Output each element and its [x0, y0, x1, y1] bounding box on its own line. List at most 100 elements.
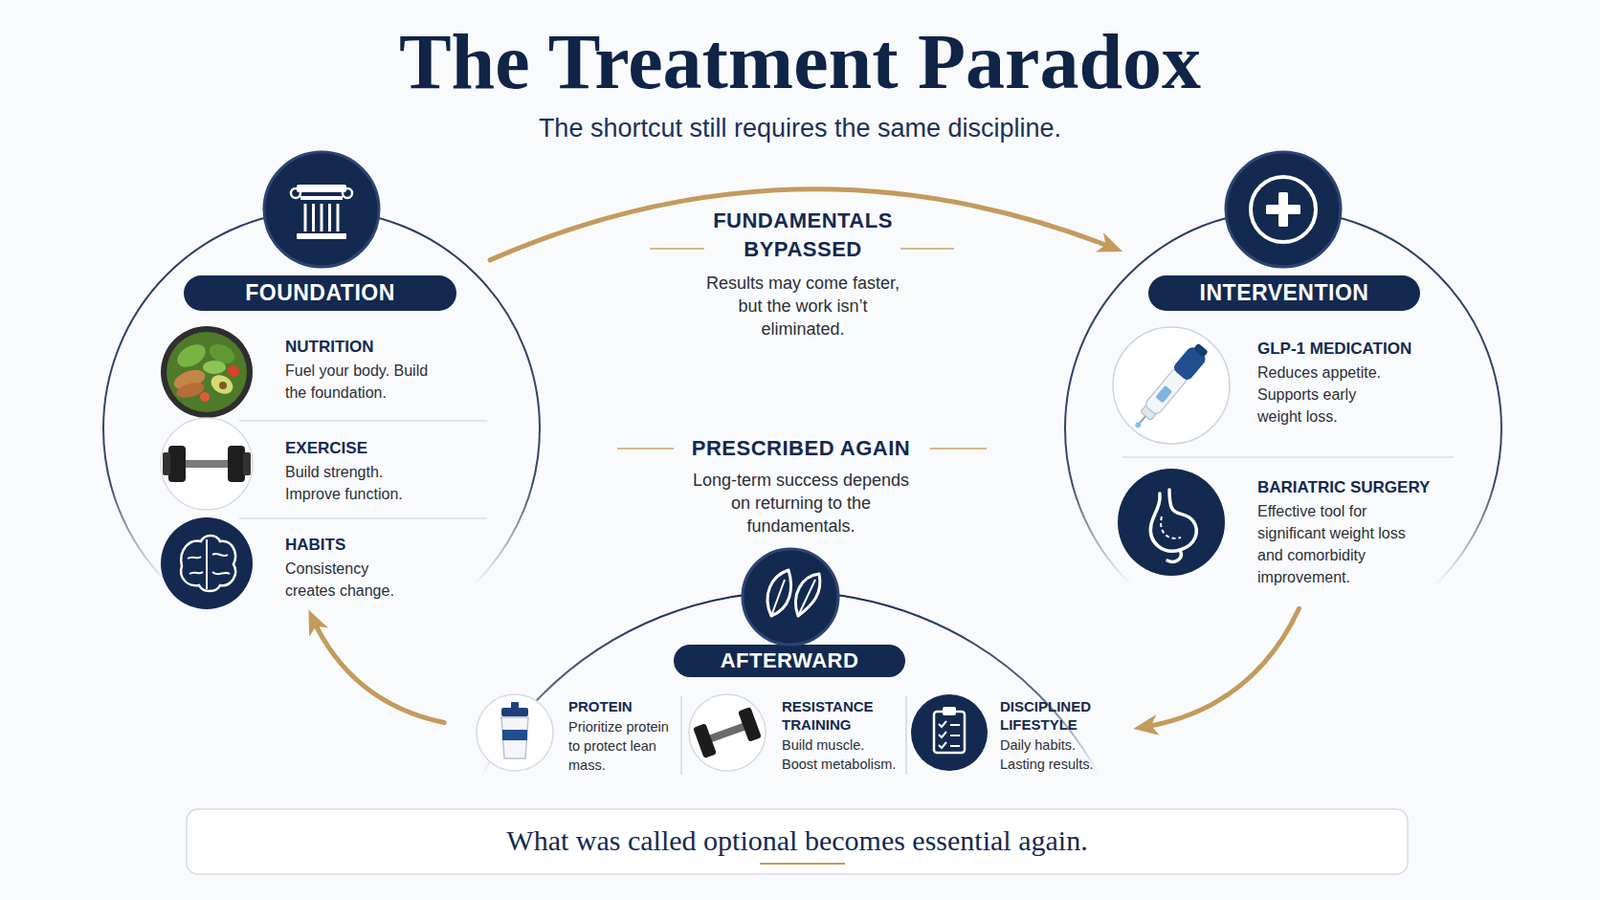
- injection-pen-icon-part: [1112, 327, 1230, 445]
- stomach-icon: [1117, 468, 1225, 577]
- pillar-icon-part: [342, 188, 353, 199]
- stomach-icon-part: [1117, 468, 1225, 577]
- medical-cross-icon-part: [1266, 204, 1301, 215]
- dumbbell-icon-part: [227, 445, 245, 483]
- food-bowl-icon-part: [227, 365, 240, 378]
- item-heading: EXERCISE: [285, 438, 429, 460]
- brain-icon-part: [205, 539, 208, 590]
- dumbbell-icon-part-part: [737, 707, 762, 743]
- shaker-icon: [476, 694, 554, 772]
- item-description: Prioritize protein to protect lean mass.: [568, 717, 674, 776]
- item-description: Consistency creates change.: [285, 557, 410, 602]
- injection-pen-icon-part: [1128, 340, 1212, 435]
- clipboard-icon-part: [938, 721, 947, 749]
- pillar-icon-part: [264, 152, 379, 267]
- food-bowl-icon-part: [160, 326, 253, 419]
- item-heading: DISCIPLINED LIFESTYLE: [1000, 697, 1108, 734]
- dumbbell-icon-part-part: [692, 723, 717, 759]
- separator-line-part: [239, 420, 488, 422]
- dumbbell-icon-part-part: [706, 722, 749, 745]
- food-bowl-icon-part: [166, 332, 247, 413]
- phase-circle: INTERVENTION GLP-1 MEDICATIONReduces appe…: [1064, 209, 1503, 648]
- leaf-icon-part: [771, 579, 785, 617]
- separator-line-part: [680, 696, 682, 776]
- pillar-icon-part-part: [304, 203, 308, 232]
- dumbbell-icon: [160, 418, 253, 511]
- flow-arrow: [311, 617, 445, 724]
- item-description: Reduces appetite. Supports early weight …: [1257, 361, 1392, 428]
- flow-arrow: [489, 189, 1116, 261]
- leaf-icon-part: [798, 579, 816, 617]
- dumbbell-icon-part: [692, 707, 762, 759]
- pillar-icon-part: [300, 196, 343, 200]
- item-heading: RESISTANCE TRAINING: [781, 697, 897, 734]
- pillar-icon-part: [305, 203, 338, 232]
- food-bowl-icon-part: [202, 360, 226, 375]
- gold-rule: [617, 248, 987, 449]
- dumbbell-icon-part: [162, 452, 171, 476]
- injection-pen-icon: [1112, 327, 1230, 445]
- dumbbell-icon: [688, 694, 766, 772]
- separator-line-part: [1122, 456, 1454, 458]
- pillar-icon: [264, 152, 379, 267]
- food-bowl-icon: [160, 326, 253, 419]
- item-description: Build strength. Improve function.: [285, 461, 429, 506]
- item-description: Build muscle. Boost metabolism.: [781, 735, 897, 775]
- item-row: DISCIPLINED LIFESTYLEDaily habits. Lasti…: [1000, 697, 1108, 775]
- stomach-icon-part: [1167, 550, 1181, 562]
- item-row: BARIATRIC SURGERYEffective tool for sign…: [1257, 477, 1425, 589]
- clipboard-icon-part: [933, 711, 965, 754]
- food-bowl-icon-part: [219, 381, 227, 390]
- brain-icon-part: [187, 554, 230, 575]
- caption-box-part: [186, 809, 1408, 875]
- injection-pen-icon-part-part: [1155, 385, 1173, 404]
- circle-outline-stroke: [103, 210, 540, 647]
- clipboard-icon-part: [911, 694, 988, 772]
- food-bowl-icon-part: [200, 392, 210, 402]
- phase-note: Long-term success depends on returning t…: [687, 468, 915, 538]
- item-heading: GLP-1 MEDICATION: [1257, 338, 1392, 360]
- phase-pill: INTERVENTION: [1148, 275, 1421, 312]
- medical-cross-icon-part: [1250, 177, 1316, 243]
- item-description: Fuel your body. Build the foundation.: [285, 359, 429, 404]
- shaker-icon-part: [501, 708, 529, 717]
- leaf-icon-part: [742, 549, 839, 645]
- leaf-icon-part: [795, 574, 820, 617]
- diagram-title: The Treatment Paradox: [0, 22, 1600, 102]
- pillar-icon-part: [296, 233, 347, 240]
- medical-cross-icon: [1225, 152, 1341, 267]
- shaker-icon-part: [476, 694, 554, 772]
- phase-heading: PRESCRIBED AGAIN: [647, 434, 955, 464]
- dumbbell-icon-part: [688, 694, 766, 772]
- item-heading: HABITS: [285, 534, 410, 556]
- caption-text: What was called optional becomes essenti…: [186, 809, 1408, 875]
- medical-cross-icon-part: [1225, 152, 1341, 267]
- dumbbell-icon-part: [177, 460, 236, 468]
- stomach-icon-part: [1150, 489, 1197, 552]
- gold-rule-part: [930, 447, 987, 450]
- leaf-icon: [742, 549, 839, 645]
- shaker-icon-part: [501, 717, 529, 759]
- phase-pill: AFTERWARD: [673, 644, 906, 678]
- brain-icon-part: [180, 535, 236, 592]
- clipboard-icon-part: [942, 707, 956, 716]
- pillar-icon-part-part: [311, 203, 315, 232]
- clipboard-icon-part: [950, 725, 960, 747]
- pillar-icon-part-part: [328, 203, 332, 232]
- subtitle: The shortcut still requires the same dis…: [0, 111, 1600, 145]
- separator-line-part: [905, 696, 907, 776]
- item-row: NUTRITIONFuel your body. Build the found…: [285, 336, 429, 404]
- gold-rule-part: [649, 247, 705, 250]
- injection-pen-icon-part-part: [1133, 421, 1142, 429]
- item-row: PROTEINPrioritize protein to protect lea…: [568, 697, 674, 776]
- shaker-icon-part: [511, 702, 519, 710]
- item-row: HABITSConsistency creates change.: [285, 534, 410, 602]
- dumbbell-icon-part: [160, 418, 253, 511]
- item-heading: NUTRITION: [285, 336, 429, 358]
- brain-icon-part: [160, 517, 253, 610]
- item-description: Daily habits. Lasting results.: [1000, 735, 1108, 775]
- dumbbell-icon-part: [243, 452, 251, 476]
- caption-box: [186, 809, 1408, 875]
- item-heading: PROTEIN: [568, 697, 674, 716]
- dumbbell-icon-part: [168, 445, 186, 483]
